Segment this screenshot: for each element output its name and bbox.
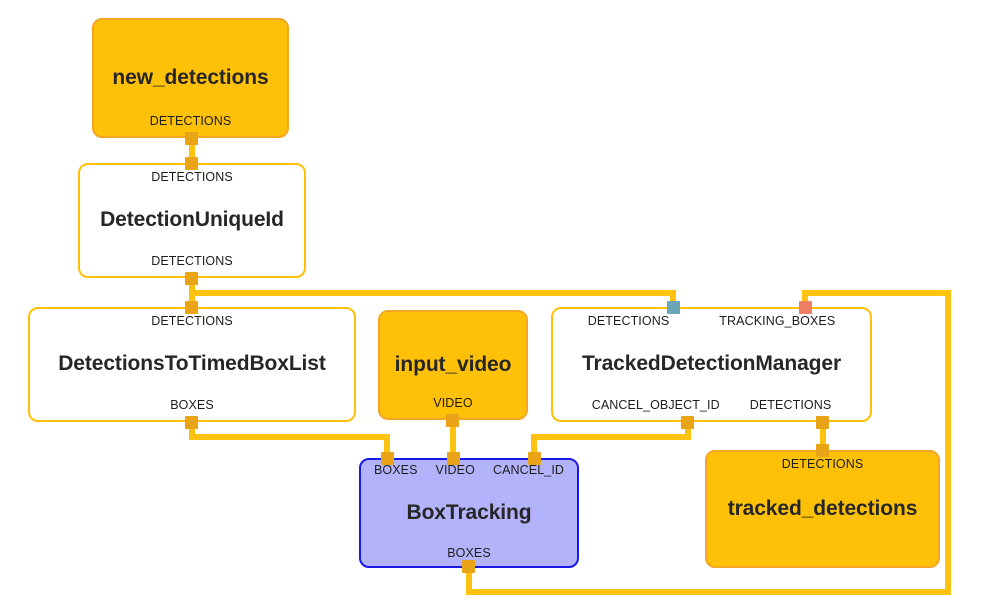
port-box-tracking-video-in[interactable] [447, 452, 460, 465]
port-input-video-video-out[interactable] [446, 414, 459, 427]
port-label-tracking-boxes-in[interactable]: TRACKING_BOXES [719, 314, 836, 328]
port-label-detections-in[interactable]: DETECTIONS [587, 314, 670, 328]
node-title: input_video [394, 352, 512, 376]
port-row-inputs [104, 26, 277, 41]
node-new-detections[interactable]: new_detections DETECTIONS [92, 18, 289, 138]
port-label-cancel-object-id-out[interactable]: CANCEL_OBJECT_ID [591, 397, 720, 412]
node-title: BoxTracking [406, 500, 532, 524]
port-detection-unique-id-detections-out[interactable] [185, 272, 198, 285]
port-row-outputs [717, 545, 928, 560]
port-row-outputs: VIDEO [390, 397, 516, 412]
node-title: DetectionsToTimedBoxList [58, 352, 326, 376]
port-row-inputs: BOXES VIDEO CANCEL_ID [369, 464, 569, 479]
node-box-tracking[interactable]: BOXES VIDEO CANCEL_ID BoxTracking BOXES [359, 458, 579, 568]
port-row-inputs: DETECTIONS TRACKING_BOXES [563, 315, 860, 330]
node-title: TrackedDetectionManager [581, 352, 842, 376]
edge-cancel-object-id-to-box-tracking [531, 418, 691, 462]
port-new-detections-detections-out[interactable] [185, 132, 198, 145]
node-title: DetectionUniqueId [100, 208, 284, 232]
node-tracked-detections[interactable]: DETECTIONS tracked_detections [705, 450, 940, 568]
port-row-inputs: DETECTIONS [40, 315, 344, 330]
port-box-tracking-boxes-out[interactable] [462, 560, 475, 573]
port-label-boxes-out[interactable]: BOXES [170, 397, 214, 412]
port-label-boxes-in[interactable]: BOXES [373, 463, 418, 477]
port-label-video-out[interactable]: VIDEO [433, 395, 473, 410]
port-detections-to-timed-box-list-boxes-out[interactable] [185, 416, 198, 429]
node-input-video[interactable]: input_video VIDEO [378, 310, 528, 420]
port-tracked-detections-detections-in[interactable] [816, 444, 829, 457]
port-label-cancel-id-in[interactable]: CANCEL_ID [492, 463, 565, 477]
port-row-outputs: BOXES [40, 399, 344, 414]
port-label-detections-out[interactable]: DETECTIONS [749, 397, 832, 412]
port-box-tracking-cancel-id-in[interactable] [528, 452, 541, 465]
port-row-outputs: DETECTIONS [104, 115, 277, 130]
node-title: new_detections [112, 65, 269, 89]
edge-detections-to-timed-box-list-to-box-tracking [189, 418, 390, 462]
port-box-tracking-boxes-in[interactable] [381, 452, 394, 465]
port-row-inputs: DETECTIONS [717, 458, 928, 473]
node-tracked-detection-manager[interactable]: DETECTIONS TRACKING_BOXES TrackedDetecti… [551, 307, 872, 422]
port-tracked-detection-manager-cancel-object-id-out[interactable] [681, 416, 694, 429]
port-label-boxes-out[interactable]: BOXES [447, 545, 491, 560]
port-row-outputs: DETECTIONS [90, 255, 294, 270]
port-label-detections-in[interactable]: DETECTIONS [151, 170, 233, 184]
port-tracked-detection-manager-tracking-boxes-in[interactable] [799, 301, 812, 314]
port-label-detections-in[interactable]: DETECTIONS [151, 314, 233, 328]
port-detection-unique-id-detections-in[interactable] [185, 157, 198, 170]
port-row-outputs: CANCEL_OBJECT_ID DETECTIONS [563, 399, 860, 414]
port-label-detections-out[interactable]: DETECTIONS [149, 113, 232, 128]
port-label-detections-out[interactable]: DETECTIONS [151, 253, 233, 268]
port-row-inputs: DETECTIONS [90, 171, 294, 186]
port-detections-to-timed-box-list-detections-in[interactable] [185, 301, 198, 314]
node-detection-unique-id[interactable]: DETECTIONS DetectionUniqueId DETECTIONS [78, 163, 306, 278]
port-label-video-in[interactable]: VIDEO [435, 463, 475, 477]
port-row-outputs: BOXES [369, 547, 569, 562]
node-title: tracked_detections [727, 496, 918, 520]
node-detections-to-timed-box-list[interactable]: DETECTIONS DetectionsToTimedBoxList BOXE… [28, 307, 356, 422]
port-tracked-detection-manager-detections-out[interactable] [816, 416, 829, 429]
port-tracked-detection-manager-detections-in[interactable] [667, 301, 680, 314]
port-label-detections-in[interactable]: DETECTIONS [781, 457, 864, 471]
port-row-inputs [390, 318, 516, 333]
